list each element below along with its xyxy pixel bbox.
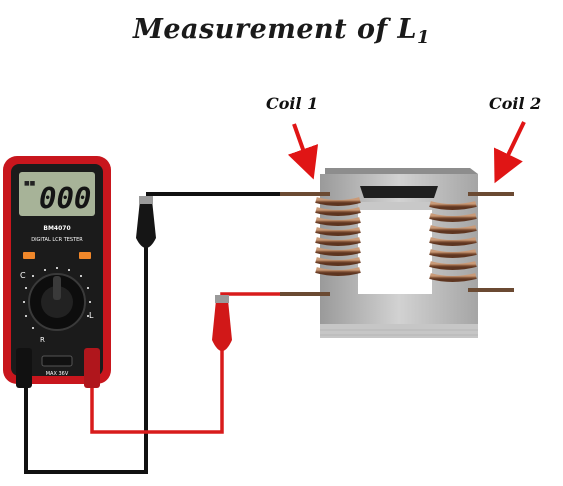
- mode-l-label: L: [89, 311, 94, 320]
- mode-r-label: R: [40, 336, 45, 344]
- orange-button-left[interactable]: [23, 252, 35, 259]
- black-lead-wire: [24, 192, 300, 474]
- orange-button-right[interactable]: [79, 252, 91, 259]
- terminal-warning: MAX 36V: [46, 371, 69, 377]
- red-alligator-clip: [212, 295, 232, 351]
- mode-c-label: C: [20, 271, 26, 280]
- meter-caption: DIGITAL LCR TESTER: [31, 237, 83, 243]
- coil-2-winding: [429, 192, 514, 292]
- title-text: Measurement of L: [132, 14, 418, 45]
- lcd-display: [19, 172, 95, 216]
- svg-text:■■: ■■: [24, 180, 36, 187]
- coil-1-arrow: [287, 123, 319, 180]
- meter-model: BM4070: [43, 225, 70, 232]
- coil-1-label: Coil 1: [266, 94, 319, 113]
- title-subscript: 1: [417, 27, 431, 48]
- black-alligator-clip: [136, 196, 156, 248]
- coil-2-label: Coil 2: [489, 94, 542, 113]
- dial-range-marks: [23, 267, 91, 329]
- transformer-core: [320, 168, 478, 338]
- coil-2-arrow: [493, 121, 526, 184]
- coil-1-winding: [280, 192, 361, 296]
- lcr-meter: ■■ 000 BM4070 DIGITAL LCR TESTER C L R M…: [3, 156, 111, 388]
- lcd-reading: 000: [39, 181, 91, 215]
- diagram-title: Measurement of L1: [0, 14, 563, 48]
- red-lead-wire: [90, 292, 300, 434]
